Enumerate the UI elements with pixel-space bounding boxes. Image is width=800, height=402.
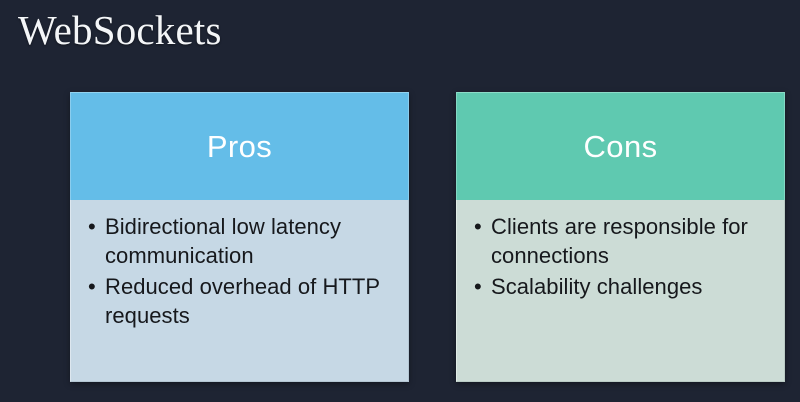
list-item: • Bidirectional low latency communicatio… [85, 212, 398, 270]
cons-card-header: Cons [456, 92, 785, 200]
list-item-text: Clients are responsible for connections [491, 214, 748, 268]
cons-card-body: • Clients are responsible for connection… [456, 200, 785, 382]
cons-card: Cons • Clients are responsible for conne… [456, 92, 785, 382]
page-title: WebSockets [18, 7, 222, 53]
cons-card-header-label: Cons [583, 128, 658, 164]
list-item: • Reduced overhead of HTTP requests [85, 272, 398, 330]
cons-bullet-list: • Clients are responsible for connection… [471, 212, 774, 301]
pros-cons-cards: Pros • Bidirectional low latency communi… [0, 92, 800, 384]
bullet-dot-icon: • [474, 274, 482, 299]
bullet-dot-icon: • [88, 214, 96, 239]
list-item: • Clients are responsible for connection… [471, 212, 774, 270]
list-item-text: Reduced overhead of HTTP requests [105, 274, 380, 328]
list-item-text: Scalability challenges [491, 274, 703, 299]
bullet-dot-icon: • [88, 274, 96, 299]
pros-card: Pros • Bidirectional low latency communi… [70, 92, 409, 382]
list-item: • Scalability challenges [471, 272, 774, 301]
pros-card-header-label: Pros [206, 128, 273, 164]
list-item-text: Bidirectional low latency communication [105, 214, 342, 268]
pros-card-header: Pros [70, 92, 409, 200]
bullet-dot-icon: • [474, 214, 482, 239]
pros-bullet-list: • Bidirectional low latency communicatio… [85, 212, 398, 330]
pros-card-body: • Bidirectional low latency communicatio… [70, 200, 409, 382]
